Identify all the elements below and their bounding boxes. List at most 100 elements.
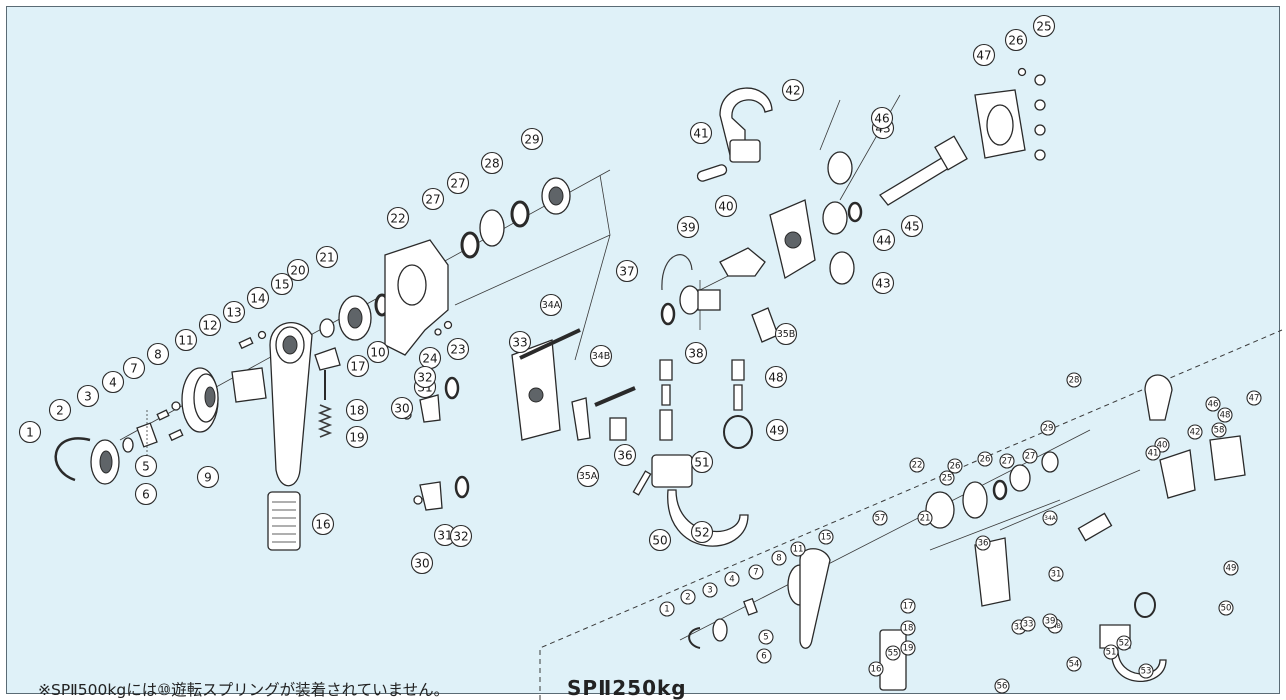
svg-text:21: 21 <box>319 251 334 265</box>
callout-28: 28 <box>1066 372 1082 388</box>
svg-text:16: 16 <box>315 518 330 532</box>
svg-text:47: 47 <box>976 49 991 63</box>
svg-text:39: 39 <box>680 221 695 235</box>
callout-7: 7 <box>748 564 764 580</box>
callout-34A: 34A <box>539 293 563 317</box>
callout-58: 58 <box>1211 422 1227 438</box>
callout-11: 11 <box>790 541 806 557</box>
svg-text:12: 12 <box>202 319 217 333</box>
callout-32: 32 <box>449 524 473 548</box>
callout-14: 14 <box>246 286 270 310</box>
callout-18: 18 <box>345 398 369 422</box>
callout-42: 42 <box>781 78 805 102</box>
callout-51: 51 <box>1103 644 1119 660</box>
callout-20: 20 <box>286 258 310 282</box>
svg-text:36: 36 <box>978 539 989 549</box>
callout-46: 46 <box>1205 396 1221 412</box>
callout-32: 32 <box>413 365 437 389</box>
svg-text:13: 13 <box>226 306 241 320</box>
callout-12: 12 <box>198 313 222 337</box>
svg-text:55: 55 <box>888 649 899 659</box>
callout-7: 7 <box>122 356 146 380</box>
callout-42: 42 <box>1187 424 1203 440</box>
svg-text:29: 29 <box>524 133 539 147</box>
svg-text:43: 43 <box>875 277 890 291</box>
callout-17: 17 <box>346 354 370 378</box>
callout-8: 8 <box>146 342 170 366</box>
svg-text:21: 21 <box>920 514 931 524</box>
svg-text:9: 9 <box>204 471 212 485</box>
svg-text:32: 32 <box>1014 623 1025 633</box>
svg-text:6: 6 <box>142 488 150 502</box>
callout-28: 28 <box>480 151 504 175</box>
svg-text:49: 49 <box>769 424 784 438</box>
svg-text:18: 18 <box>903 624 914 634</box>
callout-15: 15 <box>270 272 294 296</box>
callout-31: 31 <box>433 523 457 547</box>
callout-1: 1 <box>659 601 675 617</box>
svg-text:27: 27 <box>1002 457 1013 467</box>
svg-text:41: 41 <box>693 127 708 141</box>
callout-3: 3 <box>76 384 100 408</box>
callout-47: 47 <box>1246 390 1262 406</box>
svg-text:24: 24 <box>422 352 437 366</box>
svg-text:26: 26 <box>980 455 991 465</box>
svg-text:35A: 35A <box>579 471 598 482</box>
callout-11: 11 <box>174 328 198 352</box>
svg-text:52: 52 <box>694 526 709 540</box>
svg-text:3: 3 <box>84 390 92 404</box>
svg-text:10: 10 <box>370 346 385 360</box>
svg-text:7: 7 <box>130 362 138 376</box>
svg-text:34B: 34B <box>592 351 611 362</box>
svg-text:30: 30 <box>414 557 429 571</box>
svg-text:57: 57 <box>875 514 886 524</box>
svg-text:38: 38 <box>688 347 703 361</box>
callout-27: 27 <box>446 171 470 195</box>
callout-51: 51 <box>690 450 714 474</box>
svg-text:3: 3 <box>707 586 712 596</box>
svg-text:16: 16 <box>871 665 882 675</box>
snap-ring-shape <box>54 437 91 482</box>
callout-4: 4 <box>101 370 125 394</box>
svg-text:27: 27 <box>425 193 440 207</box>
callout-30: 30 <box>410 551 434 575</box>
svg-text:7: 7 <box>753 568 758 578</box>
svg-text:42: 42 <box>1190 428 1201 438</box>
callout-33: 33 <box>1020 616 1036 632</box>
svg-text:15: 15 <box>274 278 289 292</box>
callout-34A: 34A <box>1042 510 1058 526</box>
callout-5: 5 <box>134 454 158 478</box>
callout-24: 24 <box>418 346 442 370</box>
svg-text:31: 31 <box>1051 570 1062 580</box>
callout-6: 6 <box>134 482 158 506</box>
callout-31: 31 <box>1048 566 1064 582</box>
svg-text:48: 48 <box>768 371 783 385</box>
callout-53: 53 <box>1138 663 1154 679</box>
callout-36: 36 <box>975 535 991 551</box>
callout-50: 50 <box>648 528 672 552</box>
svg-text:4: 4 <box>729 575 734 585</box>
callout-34B: 34B <box>589 344 613 368</box>
svg-text:58: 58 <box>1214 426 1225 436</box>
svg-text:8: 8 <box>154 348 162 362</box>
svg-text:54: 54 <box>1069 660 1080 670</box>
callout-30: 30 <box>390 396 414 420</box>
callout-54: 54 <box>1066 656 1082 672</box>
svg-text:20: 20 <box>290 264 305 278</box>
svg-text:11: 11 <box>178 334 193 348</box>
callout-39: 39 <box>1042 613 1058 629</box>
callout-21: 21 <box>917 510 933 526</box>
svg-text:46: 46 <box>874 112 889 126</box>
callout-52: 52 <box>690 520 714 544</box>
callout-22: 22 <box>386 206 410 230</box>
callout-23: 23 <box>446 337 470 361</box>
callout-29: 29 <box>520 127 544 151</box>
callout-52: 52 <box>1116 635 1132 651</box>
callout-50: 50 <box>1218 600 1234 616</box>
svg-text:34A: 34A <box>1044 515 1057 522</box>
callout-39: 39 <box>676 215 700 239</box>
callout-49: 49 <box>765 418 789 442</box>
callout-41: 41 <box>689 121 713 145</box>
